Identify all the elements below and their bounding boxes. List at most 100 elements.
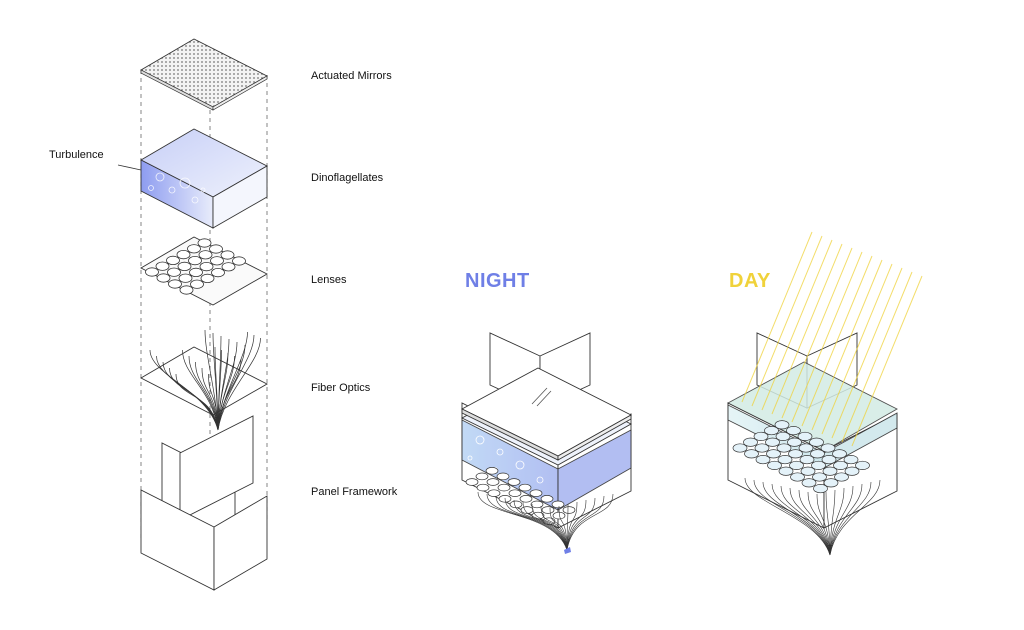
lens bbox=[822, 466, 838, 476]
fiber-strand bbox=[829, 489, 836, 556]
lens bbox=[562, 506, 576, 514]
fiber-strand bbox=[816, 493, 831, 556]
lens bbox=[809, 437, 824, 447]
sun-ray bbox=[771, 243, 843, 415]
lens bbox=[232, 256, 246, 266]
night-assembly bbox=[461, 332, 632, 554]
lens bbox=[766, 449, 781, 459]
lens bbox=[834, 472, 849, 482]
night-state-title: NIGHT bbox=[465, 270, 530, 292]
lens bbox=[833, 460, 848, 470]
lens bbox=[855, 460, 870, 470]
fiber-strand bbox=[486, 493, 568, 551]
fiber-strand bbox=[217, 334, 255, 431]
lens bbox=[790, 472, 805, 482]
lens bbox=[221, 262, 236, 272]
lens bbox=[188, 255, 202, 266]
lens bbox=[820, 443, 836, 453]
lens bbox=[798, 443, 814, 453]
label-turbulence: Turbulence bbox=[49, 149, 104, 161]
lens bbox=[844, 466, 860, 476]
lens bbox=[732, 443, 748, 453]
fiber-strand bbox=[169, 367, 219, 431]
lens bbox=[178, 273, 193, 283]
sun-ray bbox=[791, 251, 863, 423]
sunlight-rays bbox=[741, 231, 923, 447]
lens bbox=[496, 472, 510, 481]
fiber-strand bbox=[789, 487, 831, 556]
dinoflagellates-layer bbox=[117, 128, 268, 229]
fiber-strand bbox=[780, 485, 831, 556]
panel-framework-layer bbox=[140, 415, 268, 591]
lens bbox=[755, 455, 771, 465]
lens bbox=[189, 267, 203, 277]
lens bbox=[797, 431, 813, 441]
fiber-strand bbox=[188, 355, 219, 431]
lens bbox=[551, 500, 565, 509]
day-assembly bbox=[727, 332, 898, 556]
lens bbox=[813, 484, 828, 494]
fiber-strand bbox=[566, 493, 614, 551]
lens bbox=[823, 478, 839, 488]
fiber-strand bbox=[531, 503, 568, 551]
lens bbox=[786, 426, 801, 436]
fiber-strand bbox=[182, 349, 219, 431]
lens bbox=[541, 506, 555, 514]
sun-ray bbox=[751, 235, 823, 407]
lens bbox=[774, 420, 790, 430]
lens bbox=[821, 455, 837, 465]
fiber-strand bbox=[212, 332, 219, 431]
fiber-strand bbox=[217, 335, 222, 431]
fiber-strand bbox=[762, 481, 831, 556]
lens bbox=[509, 500, 523, 509]
lens bbox=[198, 250, 213, 260]
fiber-strand bbox=[156, 355, 219, 431]
lens bbox=[145, 267, 159, 277]
fiber-strand bbox=[204, 329, 219, 431]
lens bbox=[177, 261, 192, 271]
lens bbox=[767, 460, 782, 470]
lens bbox=[209, 244, 223, 254]
fiber-strand bbox=[217, 331, 248, 431]
lens bbox=[811, 460, 826, 470]
lens bbox=[765, 437, 780, 447]
lens bbox=[179, 285, 194, 295]
lens bbox=[199, 261, 214, 272]
sun-ray bbox=[761, 239, 833, 411]
lens bbox=[799, 455, 815, 465]
lens bbox=[507, 478, 521, 486]
label-lenses: Lenses bbox=[311, 274, 347, 286]
lens bbox=[497, 483, 511, 492]
lens bbox=[843, 455, 859, 465]
lens bbox=[801, 478, 817, 488]
lens bbox=[486, 478, 500, 486]
lens bbox=[789, 460, 804, 470]
fiber-strand bbox=[566, 497, 596, 551]
lens bbox=[155, 261, 170, 271]
lens bbox=[465, 478, 479, 486]
lens bbox=[210, 256, 224, 266]
label-actuated-mirrors: Actuated Mirrors bbox=[311, 70, 392, 82]
lens bbox=[190, 279, 204, 289]
label-panel-framework: Panel Framework bbox=[311, 486, 398, 498]
fiber-strand bbox=[829, 481, 872, 556]
fiber-strand bbox=[829, 485, 854, 556]
sun-ray bbox=[781, 247, 853, 419]
fiber-strand bbox=[195, 361, 219, 431]
lens bbox=[475, 472, 489, 481]
lens bbox=[519, 495, 533, 503]
actuated-mirrors-layer bbox=[140, 38, 268, 111]
lens bbox=[812, 472, 827, 482]
lens bbox=[156, 273, 171, 283]
fiber-strand bbox=[566, 495, 605, 551]
lens bbox=[197, 238, 212, 248]
lens bbox=[176, 250, 191, 260]
label-fiber-optics: Fiber Optics bbox=[311, 382, 371, 394]
fiber-strand bbox=[522, 501, 568, 551]
fiber-strand bbox=[175, 373, 219, 431]
lens bbox=[743, 437, 758, 447]
lens bbox=[187, 244, 201, 254]
fiber-strand bbox=[744, 477, 831, 556]
fiber-strand bbox=[807, 491, 831, 556]
fiber-strand bbox=[566, 501, 578, 551]
